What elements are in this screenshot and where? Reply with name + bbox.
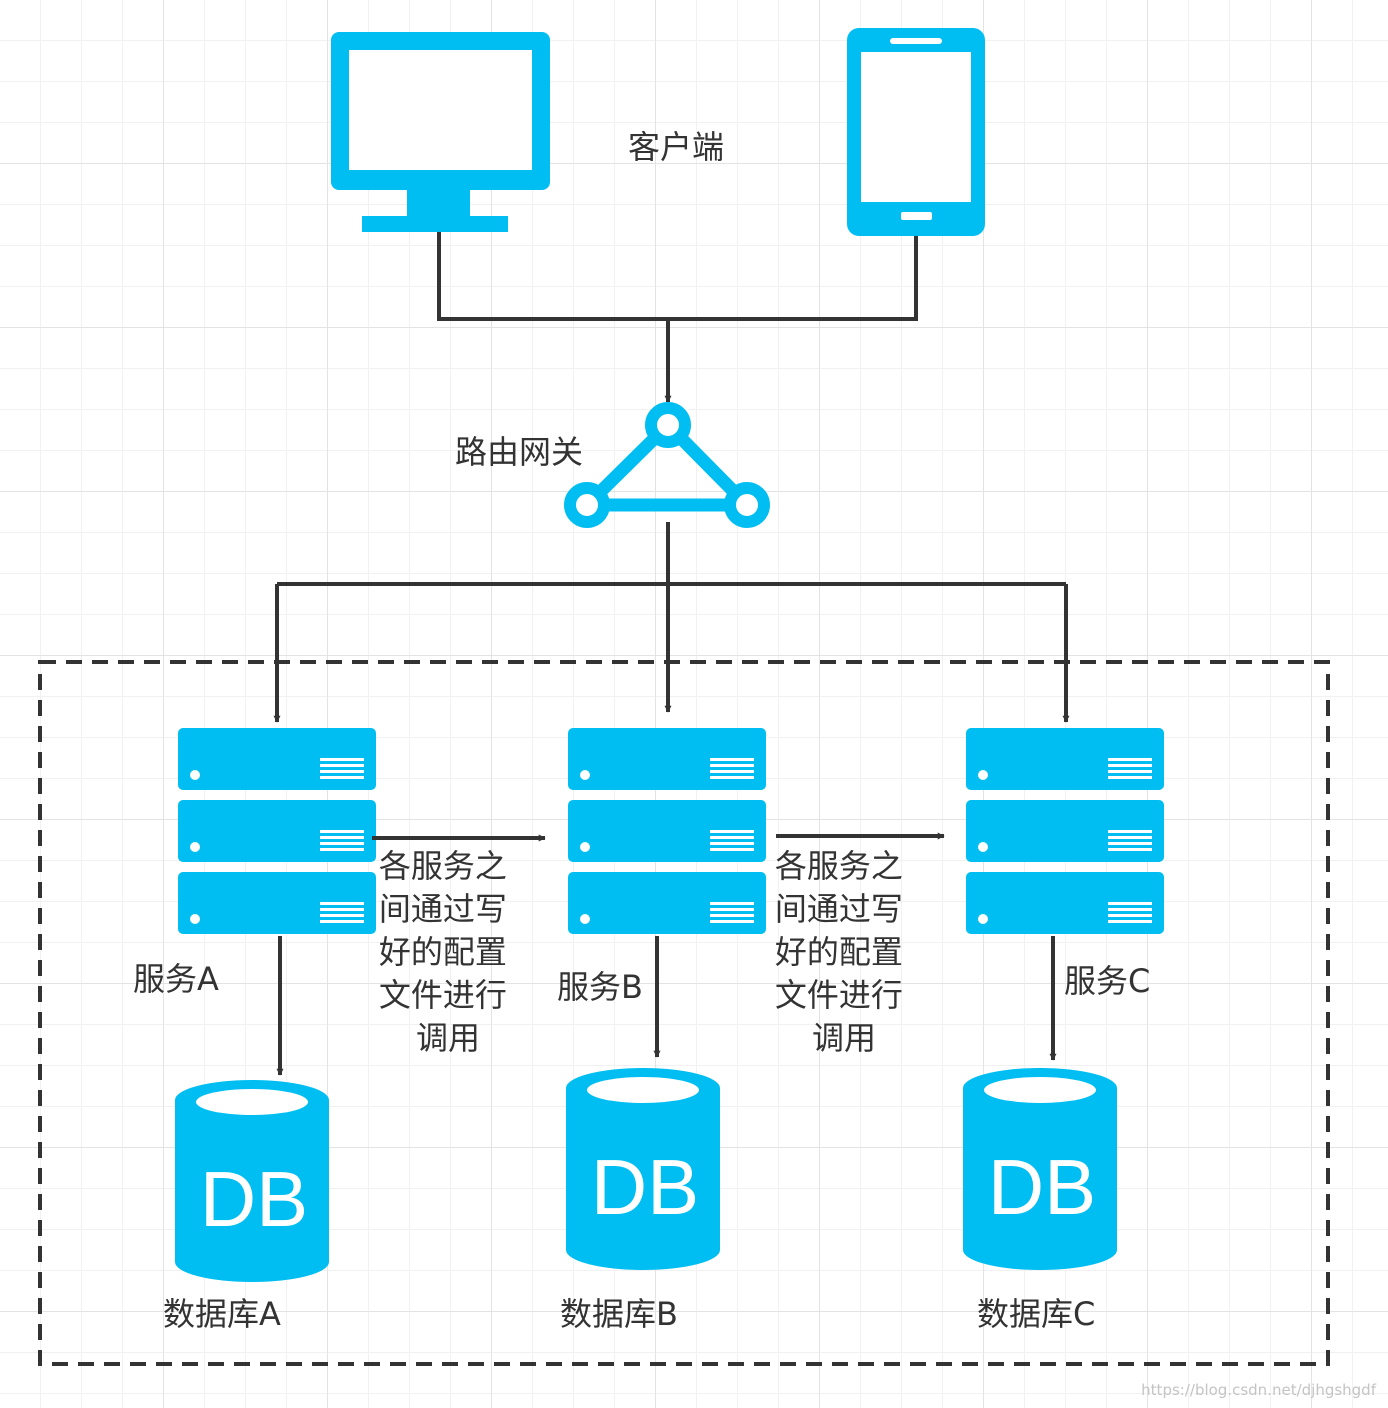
call-note-line: 各服务之 — [775, 847, 903, 885]
server-unit — [966, 800, 1164, 862]
db-b-label: 数据库B — [560, 1295, 678, 1333]
server-vent-line — [320, 776, 364, 779]
server-led — [580, 914, 590, 924]
server-vent-line — [1108, 836, 1152, 839]
server-vent-line — [1108, 776, 1152, 779]
server-vent-line — [320, 908, 364, 911]
server-unit — [178, 872, 376, 934]
call-note-line: 好的配置 — [379, 933, 507, 971]
server-icon — [568, 728, 766, 934]
server-vent-line — [710, 908, 754, 911]
server-led — [190, 842, 200, 852]
server-unit — [966, 728, 1164, 790]
server-unit — [178, 728, 376, 790]
service-a-label: 服务A — [133, 960, 219, 998]
server-unit — [966, 872, 1164, 934]
server-vent-line — [320, 758, 364, 761]
server-vent-line — [1108, 902, 1152, 905]
watermark: https://blog.csdn.net/djhgshgdf — [1141, 1381, 1377, 1399]
server-vent-line — [710, 770, 754, 773]
server-led — [978, 842, 988, 852]
call-note-bc: 各服务之 间通过写 好的配置 文件进行 调用 — [775, 847, 913, 1057]
server-vent-line — [1108, 758, 1152, 761]
db-a-text: DB — [200, 1155, 308, 1243]
server-vent-line — [320, 902, 364, 905]
db-c-text: DB — [988, 1143, 1096, 1231]
call-note-line: 调用 — [416, 1019, 480, 1057]
server-vent-line — [1108, 830, 1152, 833]
call-note-line: 间通过写 — [379, 890, 507, 928]
call-note-line: 文件进行 — [379, 976, 507, 1014]
server-vent-line — [710, 764, 754, 767]
server-vent-line — [710, 758, 754, 761]
server-vent-line — [320, 770, 364, 773]
call-note-ab: 各服务之 间通过写 好的配置 文件进行 调用 — [379, 847, 517, 1057]
call-note-line: 好的配置 — [775, 933, 903, 971]
call-note-line: 文件进行 — [775, 976, 903, 1014]
server-vent-line — [1108, 764, 1152, 767]
server-vent-line — [1108, 920, 1152, 923]
server-unit — [568, 872, 766, 934]
db-b-text: DB — [591, 1143, 699, 1231]
server-vent-line — [320, 842, 364, 845]
client-to-gateway-connector — [437, 232, 918, 403]
call-note-line: 间通过写 — [775, 890, 903, 928]
server-vent-line — [710, 836, 754, 839]
server-led — [580, 842, 590, 852]
server-led — [978, 770, 988, 780]
gateway-label: 路由网关 — [455, 433, 583, 471]
server-vent-line — [710, 914, 754, 917]
server-vent-line — [320, 830, 364, 833]
database-icon: DB — [566, 1068, 720, 1270]
server-vent-line — [320, 920, 364, 923]
server-led — [190, 770, 200, 780]
server-vent-line — [710, 776, 754, 779]
server-vent-line — [710, 848, 754, 851]
server-led — [978, 914, 988, 924]
server-vent-line — [1108, 842, 1152, 845]
monitor-icon — [331, 32, 550, 232]
service-c-label: 服务C — [1064, 962, 1150, 1000]
server-unit — [178, 800, 376, 862]
server-vent-line — [710, 920, 754, 923]
phone-icon — [847, 28, 985, 236]
server-vent-line — [710, 842, 754, 845]
db-c-label: 数据库C — [977, 1295, 1095, 1333]
server-vent-line — [1108, 770, 1152, 773]
call-note-line: 调用 — [812, 1019, 876, 1057]
database-icon: DB — [175, 1080, 329, 1282]
server-unit — [568, 728, 766, 790]
server-vent-line — [1108, 914, 1152, 917]
service-b-label: 服务B — [557, 968, 643, 1006]
gateway-icon — [564, 402, 770, 528]
server-vent-line — [320, 848, 364, 851]
database-icon: DB — [963, 1068, 1117, 1270]
gateway-to-services-connector — [273, 522, 1070, 723]
server-led — [580, 770, 590, 780]
call-note-line: 各服务之 — [379, 847, 507, 885]
server-vent-line — [320, 764, 364, 767]
client-label: 客户端 — [628, 128, 724, 166]
server-vent-line — [1108, 848, 1152, 851]
server-vent-line — [1108, 908, 1152, 911]
server-vent-line — [710, 902, 754, 905]
db-a-label: 数据库A — [163, 1295, 281, 1333]
server-vent-line — [710, 830, 754, 833]
server-icon — [966, 728, 1164, 934]
service-cluster-boundary — [38, 660, 1330, 1366]
server-unit — [568, 800, 766, 862]
server-vent-line — [320, 836, 364, 839]
server-icon — [178, 728, 376, 934]
server-vent-line — [320, 914, 364, 917]
server-led — [190, 914, 200, 924]
